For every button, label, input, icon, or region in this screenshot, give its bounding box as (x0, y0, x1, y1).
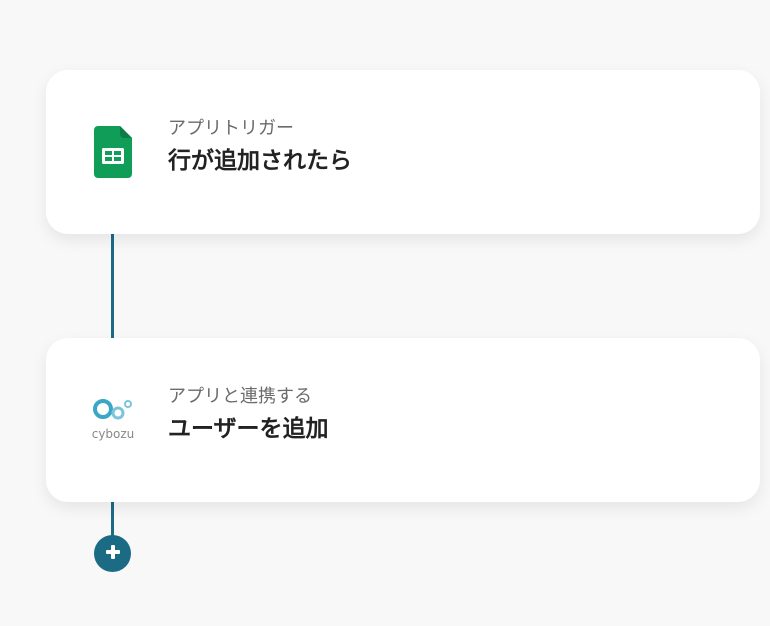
step-kind-label: アプリと連携する (168, 386, 312, 407)
cybozu-logo-icon: cybozu (86, 390, 140, 450)
plus-icon (105, 544, 121, 564)
flow-connector-line (111, 500, 114, 540)
step-kind-label: アプリトリガー (168, 118, 294, 139)
cybozu-logo-text: cybozu (92, 427, 135, 441)
action-step-card[interactable]: cybozu アプリと連携する ユーザーを追加 (46, 338, 760, 502)
flow-connector-line (111, 232, 114, 340)
google-sheets-icon (86, 122, 140, 182)
step-title: 行が追加されたら (168, 148, 352, 174)
trigger-step-card[interactable]: アプリトリガー 行が追加されたら (46, 70, 760, 234)
step-title: ユーザーを追加 (168, 416, 329, 442)
add-step-button[interactable] (94, 535, 131, 572)
